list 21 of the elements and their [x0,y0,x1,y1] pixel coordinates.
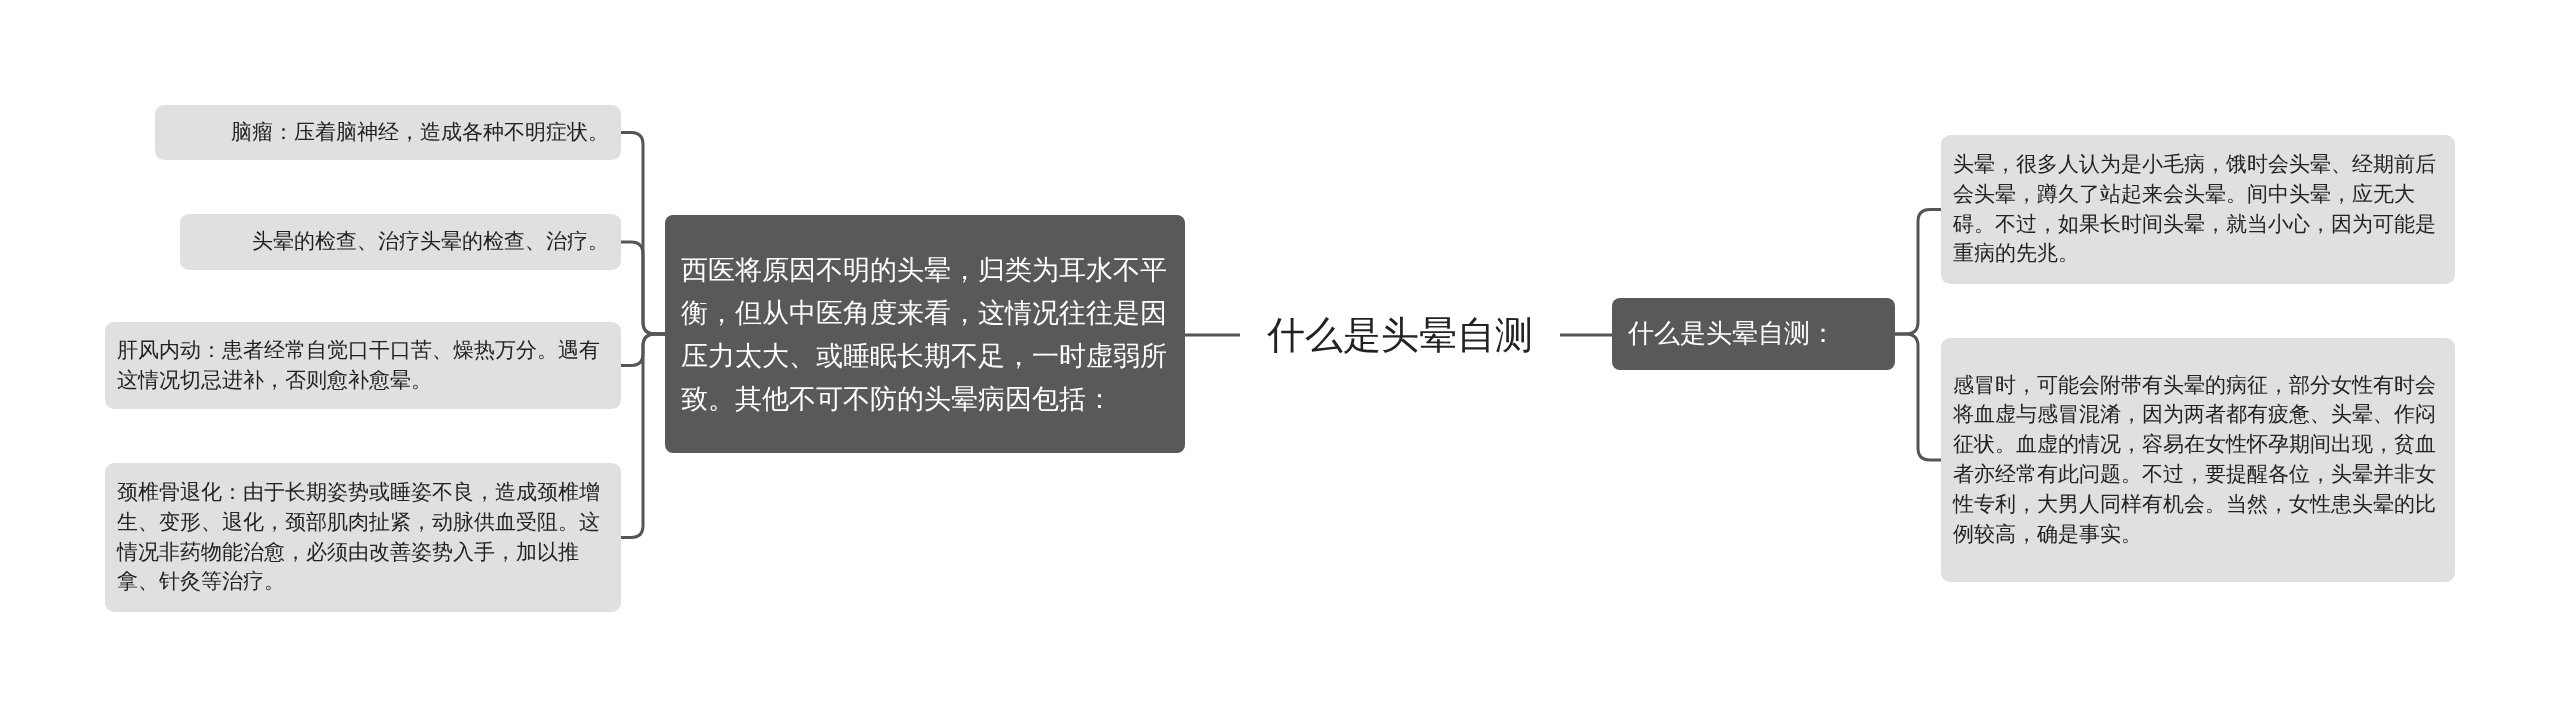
subtopic-text: 颈椎骨退化：由于长期姿势或睡姿不良，造成颈椎增生、变形、退化，颈部肌肉扯紧，动脉供血受阻。这情况非药物能治愈，必须由改善姿势入手，加以推拿、针灸等治疗。 [117,478,601,596]
subtopic-box [180,214,621,270]
connector-line [1560,333,1612,337]
subtopic-text: 肝风内动：患者经常自觉口干口苦、燥热万分。遇有这情况切忌进补，否则愈补愈晕。 [117,336,601,394]
subtopic-box [105,322,621,409]
topic-box [1612,298,1895,370]
topic-text: 西医将原因不明的头晕，归类为耳水不平衡，但从中医角度来看，这情况往往是因压力太大、或睡眠长期不足，一时虚弱所致。其他不可不防的头晕病因包括： [681,252,1168,417]
subtopic-text: 脑瘤：压着脑神经，造成各种不明症状。 [231,118,609,146]
connector-line [1185,333,1240,337]
connector-line [621,332,665,539]
subtopic-box [155,105,621,160]
subtopic-box [105,463,621,612]
subtopic-box [1941,338,2455,582]
subtopic-text: 感冒时，可能会附带有头晕的病征，部分女性有时会将血虚与感冒混淆，因为两者都有疲惫、头晕、作闷征状。血虚的情况，容易在女性怀孕期间出现，贫血者亦经常有此问题。不过，要提醒各位，头晕并非女性专利，大男人同样有机会。当然，女性患头晕的比例较高，确是事实。 [1953,371,2437,548]
subtopic-text: 头晕的检查、治疗头晕的检查、治疗。 [252,228,609,256]
subtopic-box [1941,135,2455,284]
topic-text: 什么是头晕自测： [1628,317,1836,351]
subtopic-text: 头晕，很多人认为是小毛病，饿时会头晕、经期前后会头晕，蹲久了站起来会头晕。间中头晕，应无大碍。不过，如果长时间头晕，就当小心，因为可能是重病的先兆。 [1953,150,2437,268]
connector-line [1895,332,1941,462]
topic-box [665,215,1185,453]
central-topic: 什么是头晕自测 [1240,305,1560,365]
